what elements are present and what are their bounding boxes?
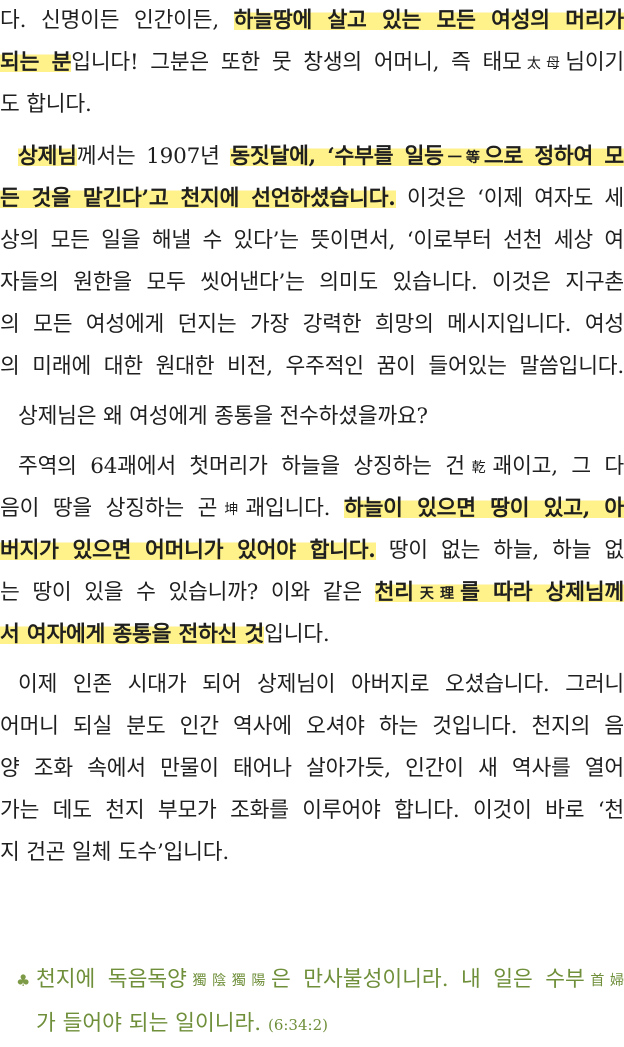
paragraph-5-line-4: 가는 데도 천지 부모가 조화를 이루어야 합니다. 이것이 바로 ‘천 <box>0 790 624 832</box>
text-span: 는 땅이 있을 수 있습니까? 이와 같은 <box>0 580 375 605</box>
hanja-annotation: 一等 <box>443 150 484 166</box>
text-span: 의 미래에 대한 원대한 비전, 우주적인 꿈이 들어있는 말씀입니다. <box>0 354 624 379</box>
text-span: 주역의 64괘에서 첫머리가 하늘을 상징하는 건 <box>18 454 465 479</box>
paragraph-2-line-1: 상제님께서는 1907년 동짓달에, ‘수부를 일등一等으로 정하여 모 <box>0 136 624 178</box>
paragraph-5-line-3: 양 조화 속에서 만물이 태어나 살아가듯, 인간이 새 역사를 열어 <box>0 748 624 790</box>
text-span: 괘이고, 그 다 <box>492 454 624 479</box>
paragraph-1-line-1: 다. 신명이든 인간이든, 하늘땅에 살고 있는 모든 여성의 머리가 <box>0 0 624 42</box>
text-span: 으로 정하여 모 <box>483 144 624 169</box>
scripture-reference: (6:34:2) <box>267 1016 328 1034</box>
scripture-quote-line-2: 가 들어야 되는 일이니라. (6:34:2) <box>0 1002 624 1046</box>
text-span: 를 따라 상제님께 <box>460 580 624 605</box>
text-span: 입니다. <box>264 622 330 647</box>
paragraph-1-line-3: 도 합니다. <box>0 84 624 126</box>
paragraph-2-line-2: 든 것을 맡긴다’고 천지에 선언하셨습니다. 이것은 ‘이제 여자도 세 <box>0 178 624 220</box>
hanja-annotation: 乾 <box>464 460 493 476</box>
highlighted-text: 하늘이 있으면 땅이 있고, 아 <box>344 496 624 521</box>
hanja-annotation: 太母 <box>521 56 566 72</box>
highlighted-text: 버지가 있으면 어머니가 있어야 합니다. <box>0 538 376 563</box>
paragraph-2-line-6: 의 미래에 대한 원대한 비전, 우주적인 꿈이 들어있는 말씀입니다. <box>0 346 624 388</box>
hanja-annotation: 天理 <box>413 586 461 602</box>
text-span: 가는 데도 천지 부모가 조화를 이루어야 합니다. 이것이 바로 ‘천 <box>0 798 624 823</box>
text-span: 양 조화 속에서 만물이 태어나 살아가듯, 인간이 새 역사를 열어 <box>0 756 624 781</box>
highlighted-text: 서 여자에게 종통을 전하신 것 <box>0 622 265 647</box>
text-span: 입니다! 그분은 또한 뭇 창생의 어머니, 즉 태모 <box>71 50 522 75</box>
text-span: 이것은 ‘이제 여자도 세 <box>395 186 624 211</box>
quote-text: 가 들어야 되는 일이니라. <box>36 1011 268 1036</box>
highlighted-text: 상제님 <box>18 144 77 169</box>
text-span: 께서는 1907년 <box>76 144 231 169</box>
text-span: 땅이 없는 하늘, 하늘 없 <box>375 538 624 563</box>
text-span: 이제 인존 시대가 되어 상제님이 아버지로 오셨습니다. 그러니 <box>18 672 624 697</box>
paragraph-4-line-4: 는 땅이 있을 수 있습니까? 이와 같은 천리天理를 따라 상제님께 <box>0 572 624 614</box>
highlighted-text: 하늘땅에 살고 있는 모든 여성의 머리가 <box>233 8 624 33</box>
text-span: 어머니 되실 분도 인간 역사에 오셔야 하는 것입니다. 천지의 음 <box>0 714 624 739</box>
highlighted-text: 천리天理를 따라 상제님께 <box>374 580 624 605</box>
paragraph-5-line-2: 어머니 되실 분도 인간 역사에 오셔야 하는 것입니다. 천지의 음 <box>0 706 624 748</box>
text-span: 님이기 <box>565 50 624 75</box>
text-span: 음이 땅을 상징하는 곤 <box>0 496 218 521</box>
paragraph-5-line-5: 지 건곤 일체 도수’입니다. <box>0 832 624 874</box>
clover-bullet-icon: ♣ <box>16 971 31 990</box>
scripture-quote-line-1: ♣ 천지에 독음독양獨陰獨陽은 만사불성이니라. 내 일은 수부首婦 <box>0 958 624 1002</box>
paragraph-2-line-4: 자들의 원한을 모두 씻어낸다’는 의미도 있습니다. 이것은 지구촌 <box>0 262 624 304</box>
paragraph-5-line-1: 이제 인존 시대가 되어 상제님이 아버지로 오셨습니다. 그러니 <box>0 664 624 706</box>
paragraph-4-line-2: 음이 땅을 상징하는 곤坤괘입니다. 하늘이 있으면 땅이 있고, 아 <box>0 488 624 530</box>
text-span: 상의 모든 일을 해낼 수 있다’는 뜻이면서, ‘이로부터 선천 세상 여 <box>0 228 624 253</box>
quote-text: 천지에 독음독양 <box>36 967 187 992</box>
paragraph-4-line-3: 버지가 있으면 어머니가 있어야 합니다. 땅이 없는 하늘, 하늘 없 <box>0 530 624 572</box>
quote-text: 은 만사불성이니라. 내 일은 수부 <box>271 967 585 992</box>
text-span: 천리 <box>374 580 414 605</box>
text-span: 다. 신명이든 인간이든, <box>0 8 234 33</box>
text-span: 상제님은 왜 여성에게 종통을 전수하셨을까요? <box>18 404 428 429</box>
text-span: 지 건곤 일체 도수’입니다. <box>0 840 229 865</box>
paragraph-4-line-5: 서 여자에게 종통을 전하신 것입니다. <box>0 614 624 656</box>
text-span: 의 모든 여성에게 던지는 가장 강력한 희망의 메시지입니다. 여성 <box>0 312 624 337</box>
highlighted-text: 되는 분 <box>0 50 72 75</box>
hanja-annotation: 首婦 <box>584 973 624 989</box>
text-span: 도 합니다. <box>0 92 92 117</box>
hanja-annotation: 坤 <box>217 502 246 518</box>
paragraph-2-line-3: 상의 모든 일을 해낼 수 있다’는 뜻이면서, ‘이로부터 선천 세상 여 <box>0 220 624 262</box>
paragraph-4-line-1: 주역의 64괘에서 첫머리가 하늘을 상징하는 건乾괘이고, 그 다 <box>0 446 624 488</box>
hanja-annotation: 獨陰獨陽 <box>186 973 272 989</box>
paragraph-1-line-2: 되는 분입니다! 그분은 또한 뭇 창생의 어머니, 즉 태모太母님이기 <box>0 42 624 84</box>
text-span: 괘입니다. <box>245 496 344 521</box>
paragraph-3-line-1: 상제님은 왜 여성에게 종통을 전수하셨을까요? <box>0 396 624 438</box>
text-span: 자들의 원한을 모두 씻어낸다’는 의미도 있습니다. 이것은 지구촌 <box>0 270 624 295</box>
text-span: 동짓달에, ‘수부를 일등 <box>230 144 444 169</box>
paragraph-2-line-5: 의 모든 여성에게 던지는 가장 강력한 희망의 메시지입니다. 여성 <box>0 304 624 346</box>
highlighted-text: 든 것을 맡긴다’고 천지에 선언하셨습니다. <box>0 186 396 211</box>
highlighted-text: 동짓달에, ‘수부를 일등一等으로 정하여 모 <box>230 144 624 169</box>
